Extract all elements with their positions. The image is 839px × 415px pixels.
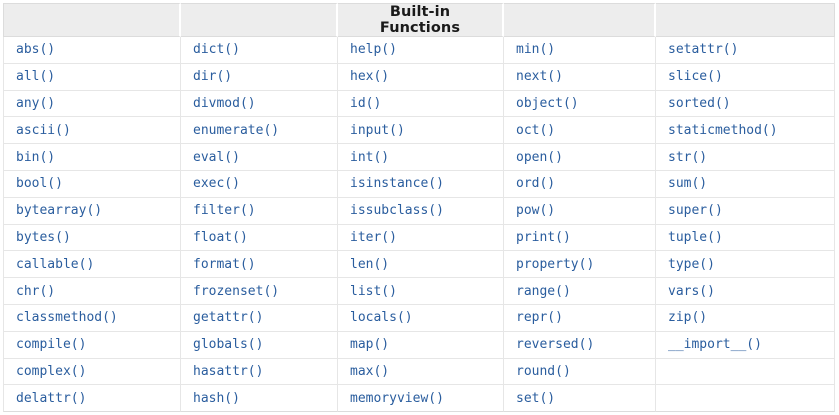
function-link-locals[interactable]: locals(): [338, 304, 504, 332]
function-link-zip[interactable]: zip(): [656, 304, 835, 332]
function-link-open[interactable]: open(): [504, 144, 656, 171]
function-link-sum[interactable]: sum(): [656, 170, 835, 198]
table-row: delattr()hash()memoryview()set(): [3, 385, 835, 413]
function-link-bytearray[interactable]: bytearray(): [3, 197, 181, 225]
function-link-delattr[interactable]: delattr(): [3, 385, 181, 413]
function-link-round[interactable]: round(): [504, 358, 656, 386]
function-link-float[interactable]: float(): [181, 224, 338, 252]
function-link-isinstance[interactable]: isinstance(): [338, 170, 504, 198]
table-row: classmethod()getattr()locals()repr()zip(…: [3, 304, 835, 332]
table-header-cell-empty-0: [3, 3, 181, 37]
function-link-globals[interactable]: globals(): [181, 331, 338, 359]
function-link-chr[interactable]: chr(): [3, 278, 181, 305]
function-link-complex[interactable]: complex(): [3, 358, 181, 386]
builtin-functions-table: Built-in Functions abs()dict()help()min(…: [3, 3, 835, 413]
function-link-list[interactable]: list(): [338, 278, 504, 305]
function-link-type[interactable]: type(): [656, 251, 835, 279]
table-header: Built-in Functions: [3, 3, 835, 37]
function-link-ord[interactable]: ord(): [504, 170, 656, 198]
function-link-object[interactable]: object(): [504, 90, 656, 118]
table-row: abs()dict()help()min()setattr(): [3, 37, 835, 64]
function-link-set[interactable]: set(): [504, 385, 656, 413]
function-link-hex[interactable]: hex(): [338, 63, 504, 91]
table-row: bytes()float()iter()print()tuple(): [3, 224, 835, 252]
function-link-eval[interactable]: eval(): [181, 144, 338, 171]
table-row: callable()format()len()property()type(): [3, 251, 835, 279]
function-link-ascii[interactable]: ascii(): [3, 117, 181, 145]
function-link-int[interactable]: int(): [338, 144, 504, 171]
function-link-oct[interactable]: oct(): [504, 117, 656, 145]
table-row: complex()hasattr()max()round(): [3, 358, 835, 386]
function-link-super[interactable]: super(): [656, 197, 835, 225]
function-link---import--[interactable]: __import__(): [656, 331, 835, 359]
function-link-iter[interactable]: iter(): [338, 224, 504, 252]
function-link-slice[interactable]: slice(): [656, 63, 835, 91]
function-link-property[interactable]: property(): [504, 251, 656, 279]
table-header-cell-empty-1: [181, 3, 338, 37]
table-row: bool()exec()isinstance()ord()sum(): [3, 170, 835, 198]
function-link-divmod[interactable]: divmod(): [181, 90, 338, 118]
function-link-compile[interactable]: compile(): [3, 331, 181, 359]
function-link-max[interactable]: max(): [338, 358, 504, 386]
table-header-cell-empty-3: [504, 3, 656, 37]
table-body: abs()dict()help()min()setattr()all()dir(…: [3, 37, 835, 413]
function-link-bytes[interactable]: bytes(): [3, 224, 181, 252]
function-link-map[interactable]: map(): [338, 331, 504, 359]
table-row: ascii()enumerate()input()oct()staticmeth…: [3, 117, 835, 145]
table-cell-empty: [656, 358, 835, 386]
function-link-enumerate[interactable]: enumerate(): [181, 117, 338, 145]
function-link-staticmethod[interactable]: staticmethod(): [656, 117, 835, 145]
function-link-print[interactable]: print(): [504, 224, 656, 252]
function-link-next[interactable]: next(): [504, 63, 656, 91]
table-row: chr()frozenset()list()range()vars(): [3, 278, 835, 305]
function-link-abs[interactable]: abs(): [3, 37, 181, 64]
function-link-hash[interactable]: hash(): [181, 385, 338, 413]
function-link-str[interactable]: str(): [656, 144, 835, 171]
table-row: any()divmod()id()object()sorted(): [3, 90, 835, 118]
function-link-exec[interactable]: exec(): [181, 170, 338, 198]
function-link-dir[interactable]: dir(): [181, 63, 338, 91]
function-link-any[interactable]: any(): [3, 90, 181, 118]
table-row: all()dir()hex()next()slice(): [3, 63, 835, 91]
function-link-sorted[interactable]: sorted(): [656, 90, 835, 118]
function-link-min[interactable]: min(): [504, 37, 656, 64]
function-link-format[interactable]: format(): [181, 251, 338, 279]
function-link-all[interactable]: all(): [3, 63, 181, 91]
function-link-callable[interactable]: callable(): [3, 251, 181, 279]
function-link-tuple[interactable]: tuple(): [656, 224, 835, 252]
function-link-hasattr[interactable]: hasattr(): [181, 358, 338, 386]
table-row: bin()eval()int()open()str(): [3, 144, 835, 171]
function-link-filter[interactable]: filter(): [181, 197, 338, 225]
function-link-pow[interactable]: pow(): [504, 197, 656, 225]
function-link-bool[interactable]: bool(): [3, 170, 181, 198]
function-link-getattr[interactable]: getattr(): [181, 304, 338, 332]
function-link-id[interactable]: id(): [338, 90, 504, 118]
function-link-input[interactable]: input(): [338, 117, 504, 145]
table-cell-empty: [656, 385, 835, 413]
function-link-dict[interactable]: dict(): [181, 37, 338, 64]
table-header-cell-empty-4: [656, 3, 835, 37]
function-link-classmethod[interactable]: classmethod(): [3, 304, 181, 332]
function-link-reversed[interactable]: reversed(): [504, 331, 656, 359]
function-link-vars[interactable]: vars(): [656, 278, 835, 305]
function-link-memoryview[interactable]: memoryview(): [338, 385, 504, 413]
function-link-frozenset[interactable]: frozenset(): [181, 278, 338, 305]
table-title-header: Built-in Functions: [338, 3, 504, 37]
function-link-range[interactable]: range(): [504, 278, 656, 305]
table-header-row: Built-in Functions: [3, 3, 835, 37]
function-link-setattr[interactable]: setattr(): [656, 37, 835, 64]
table-row: bytearray()filter()issubclass()pow()supe…: [3, 197, 835, 225]
function-link-repr[interactable]: repr(): [504, 304, 656, 332]
function-link-len[interactable]: len(): [338, 251, 504, 279]
function-link-issubclass[interactable]: issubclass(): [338, 197, 504, 225]
table-row: compile()globals()map()reversed()__impor…: [3, 331, 835, 359]
function-link-help[interactable]: help(): [338, 37, 504, 64]
function-link-bin[interactable]: bin(): [3, 144, 181, 171]
